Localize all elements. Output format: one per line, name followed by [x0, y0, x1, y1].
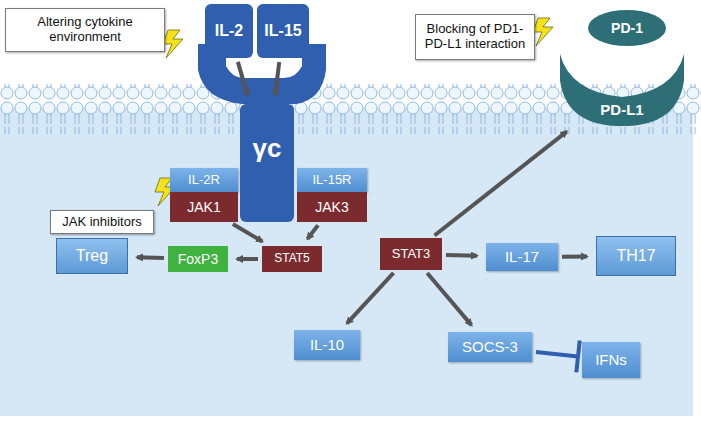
arrow-connector [347, 273, 394, 323]
arrow-connector [446, 253, 477, 258]
node-label: PD-1 [611, 20, 643, 36]
receptor-box: IL-15R [297, 168, 367, 192]
arrow-connector [137, 255, 164, 260]
node-label: JAK inhibitors [62, 215, 141, 230]
arrow-connector [434, 132, 566, 236]
receptor-box: IL-2R [170, 168, 238, 192]
node-label: γc [253, 134, 282, 164]
transcription-factor: FoxP3 [168, 246, 228, 272]
callout-box: Altering cytokine environment [5, 8, 165, 52]
inhibition-bar [576, 341, 579, 373]
node-label: PD-L1 [600, 101, 643, 118]
inhibitor-box: SOCS-3 [448, 332, 532, 362]
pdl1-receptor: PD-L1 [560, 50, 684, 126]
node-label: SOCS-3 [462, 338, 518, 355]
node-label: IL-2 [215, 22, 243, 40]
node-label: IL-17 [505, 248, 539, 265]
callout-box: JAK inhibitors [50, 210, 154, 234]
node-label: FoxP3 [178, 251, 218, 267]
node-label: IL-10 [310, 336, 344, 353]
node-label: STAT3 [392, 247, 431, 262]
node-label: IL-15 [264, 22, 301, 40]
cytoplasm [0, 108, 693, 416]
stat-box: STAT3 [380, 238, 442, 270]
arrow-connector [427, 273, 471, 325]
arrow-connector [307, 225, 318, 239]
kinase-box: JAK1 [170, 192, 238, 222]
cytokine-box: IL-17 [486, 243, 558, 271]
pd1-ellipse: PD-1 [588, 10, 666, 46]
kinase-box: JAK3 [297, 192, 367, 222]
node-label: TH17 [616, 247, 655, 265]
arrow-connector [233, 224, 262, 241]
node-label: Treg [76, 247, 108, 265]
callout-box: Blocking of PD1- PD-L1 interaction [415, 14, 535, 60]
node-label: IL-15R [312, 173, 351, 188]
cytokine: IL-2 [205, 4, 253, 58]
receptor-chain: γc [240, 104, 294, 222]
stat-box: STAT5 [262, 246, 322, 272]
cytokine-box: IL-10 [294, 330, 360, 360]
node-label: IL-2R [188, 173, 220, 188]
inhibition-line [536, 352, 578, 357]
node-label: STAT5 [274, 252, 310, 266]
arrow-connector [562, 254, 587, 258]
node-label: JAK3 [315, 199, 348, 215]
cell-type-box: Treg [56, 238, 128, 274]
cytokine-box: IFNs [582, 342, 640, 378]
arrow-connector [237, 257, 258, 261]
node-label: Blocking of PD1- PD-L1 interaction [416, 22, 534, 52]
node-label: JAK1 [187, 199, 220, 215]
cytokine: IL-15 [257, 4, 309, 58]
node-label: Altering cytokine environment [6, 15, 164, 45]
arrow-connector [238, 62, 248, 96]
arrow-connector [275, 62, 279, 95]
cell-type-box: TH17 [596, 236, 676, 276]
node-label: IFNs [595, 351, 627, 368]
